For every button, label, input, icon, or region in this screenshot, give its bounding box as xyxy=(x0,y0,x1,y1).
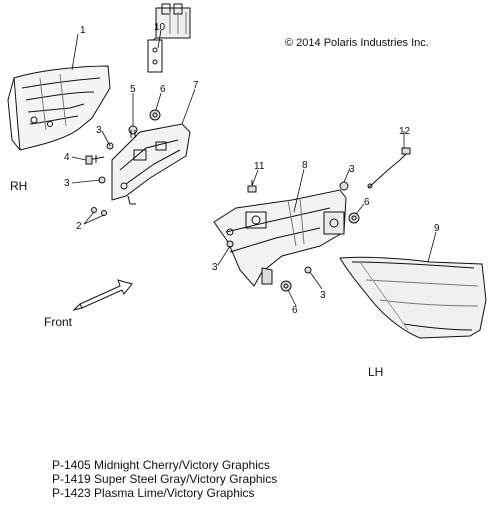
callout-8: 8 xyxy=(302,160,308,171)
part-8-lh-bracket xyxy=(213,189,347,287)
front-arrow xyxy=(72,279,133,311)
part-number-line: P-1419 Super Steel Gray/Victory Graphics xyxy=(52,472,278,486)
callout-6: 6 xyxy=(292,305,298,316)
callout-3: 3 xyxy=(64,178,70,189)
part-9-lh-panel xyxy=(339,256,487,339)
callout-11: 11 xyxy=(254,161,265,172)
callout-4: 4 xyxy=(64,152,70,163)
part-lh-hardware xyxy=(226,180,360,292)
callout-12: 12 xyxy=(399,126,411,137)
lh-label: LH xyxy=(368,365,384,379)
callout-1: 1 xyxy=(80,25,86,36)
callout-6: 6 xyxy=(160,84,166,95)
callout-5: 5 xyxy=(130,84,136,95)
leader-lines xyxy=(71,29,437,307)
callout-2: 2 xyxy=(76,221,82,232)
callout-6: 6 xyxy=(364,197,370,208)
part-number-line: P-1423 Plasma Lime/Victory Graphics xyxy=(52,486,255,500)
callout-3: 3 xyxy=(96,125,102,136)
callout-7: 7 xyxy=(193,80,199,91)
callout-3: 3 xyxy=(349,164,355,175)
part-7-rh-bracket xyxy=(111,123,191,205)
part-number-line: P-1405 Midnight Cherry/Victory Graphics xyxy=(52,458,270,472)
callout-9: 9 xyxy=(434,223,440,234)
part-1-rh-panel xyxy=(7,65,111,151)
front-label: Front xyxy=(44,315,73,329)
part-12-cable xyxy=(367,147,411,189)
callout-numbers: 1 10 5 6 7 3 4 3 2 11 8 3 6 12 9 3 6 3 xyxy=(64,22,440,316)
rh-label: RH xyxy=(10,179,28,193)
callout-10: 10 xyxy=(154,22,166,33)
part-10-connector xyxy=(147,3,191,73)
callout-3: 3 xyxy=(212,262,218,273)
copyright-notice: © 2014 Polaris Industries Inc. xyxy=(285,37,429,49)
callout-3: 3 xyxy=(320,290,326,301)
